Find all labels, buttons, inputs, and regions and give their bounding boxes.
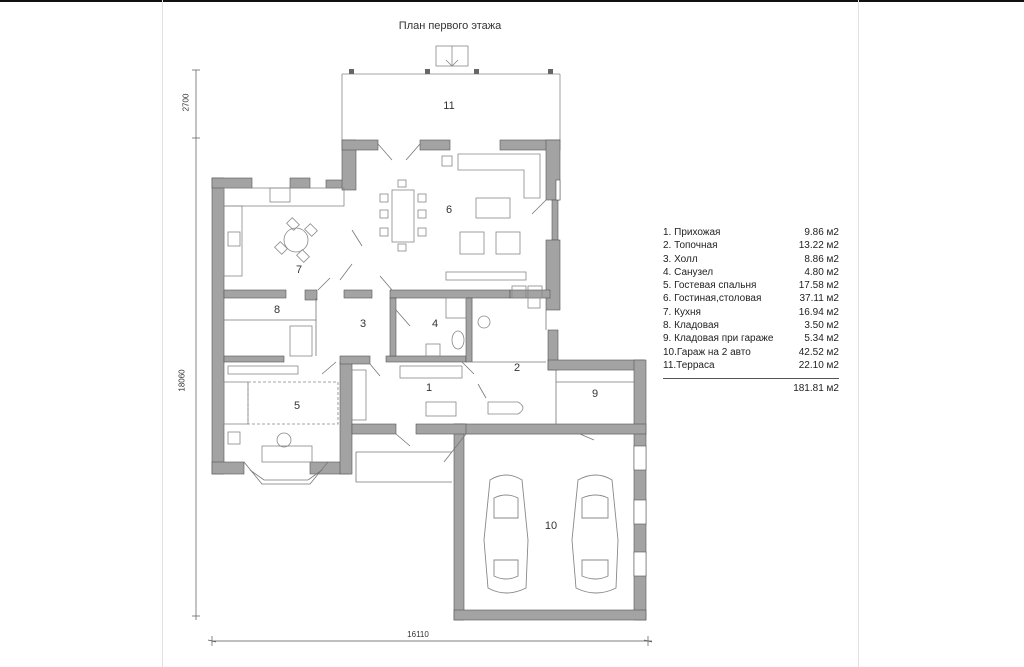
dimension-lines [192, 69, 653, 646]
terrace [341, 45, 561, 140]
bedroom-furniture [223, 365, 339, 463]
top-border [0, 0, 1024, 2]
room-label-5: 5 [293, 400, 301, 412]
garage-windows [555, 179, 647, 577]
hall-furniture [289, 325, 524, 421]
room-label-7: 7 [295, 264, 303, 276]
bathroom-fixtures [425, 285, 543, 357]
plan-title: План первого этажа [398, 20, 502, 32]
walls [211, 139, 647, 621]
terrace-posts [349, 69, 553, 74]
room-label-10: 10 [544, 520, 558, 532]
room-label-6: 6 [445, 204, 453, 216]
legend-separator [663, 378, 839, 380]
dim-height: 18060 [177, 369, 187, 392]
room-label-2: 2 [513, 362, 521, 374]
door-swings [317, 143, 595, 463]
legend-total: 181.81 м2 [793, 383, 839, 395]
dim-terrace: 2700 [181, 93, 191, 112]
room-label-9: 9 [591, 388, 599, 400]
sheet-edge-left [162, 0, 163, 667]
room-label-3: 3 [359, 318, 367, 330]
room-label-1: 1 [425, 382, 433, 394]
dim-width: 16110 [407, 630, 429, 639]
dining-table [379, 179, 427, 252]
sheet-edge-right [858, 0, 859, 667]
kitchen-table [223, 187, 345, 277]
cars [483, 474, 619, 594]
sofa [441, 153, 541, 281]
inner-lines [224, 298, 634, 485]
room-label-8: 8 [273, 304, 281, 316]
room-label-4: 4 [431, 318, 439, 330]
room-label-11: 11 [443, 100, 455, 112]
